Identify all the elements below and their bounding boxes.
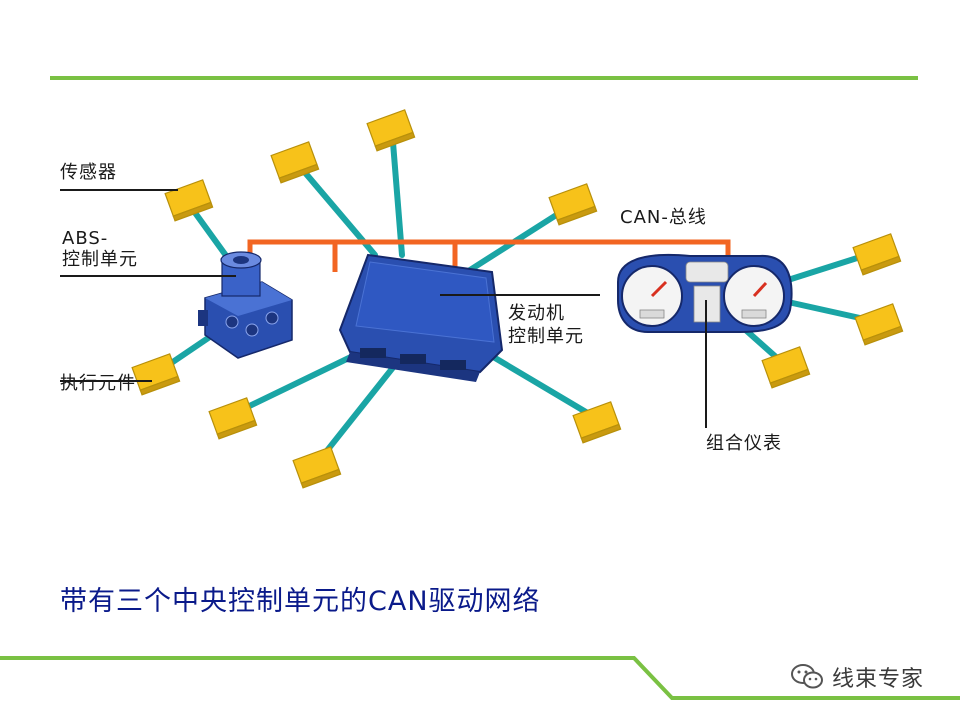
label-actuator: 执行元件 bbox=[60, 373, 136, 394]
wire-ecu-node-6 bbox=[487, 352, 599, 421]
label-abs-line1: ABS- bbox=[62, 228, 109, 249]
node-top-left bbox=[270, 141, 320, 184]
sensor-nodes bbox=[131, 109, 904, 489]
label-abs-line2: 控制单元 bbox=[62, 249, 138, 270]
node-bottom-left bbox=[208, 397, 258, 440]
label-sensor: 传感器 bbox=[60, 162, 117, 183]
node-abs-actuator bbox=[131, 353, 181, 396]
top-divider bbox=[50, 76, 918, 80]
label-can-bus: CAN-总线 bbox=[620, 207, 707, 228]
can-bus-line bbox=[247, 239, 731, 272]
leader-lines bbox=[60, 189, 707, 428]
node-bottom bbox=[292, 446, 342, 489]
abs-control-unit bbox=[198, 251, 293, 359]
wechat-icon bbox=[791, 664, 823, 689]
watermark: 线束专家 bbox=[790, 660, 924, 694]
node-top-right bbox=[548, 183, 598, 226]
node-cluster-1 bbox=[852, 233, 902, 276]
node-cluster-3 bbox=[761, 346, 811, 389]
node-bottom-right bbox=[572, 401, 622, 444]
label-instrument-cluster: 组合仪表 bbox=[706, 433, 782, 454]
label-ecu-line1: 发动机 bbox=[508, 303, 565, 324]
engine-control-unit bbox=[338, 253, 504, 382]
label-ecu-line2: 控制单元 bbox=[508, 326, 584, 347]
wire-ecu-node-4 bbox=[232, 352, 358, 416]
node-abs-sensor bbox=[164, 179, 214, 222]
node-cluster-2 bbox=[854, 303, 904, 346]
watermark-text: 线束专家 bbox=[832, 667, 925, 692]
instrument-cluster bbox=[617, 253, 793, 333]
node-top bbox=[366, 109, 416, 152]
slide-caption: 带有三个中央控制单元的CAN驱动网络 bbox=[60, 586, 541, 617]
wire-ecu-node-2 bbox=[389, 127, 405, 258]
bottom-divider bbox=[0, 656, 960, 700]
wire-ecu-node-5 bbox=[315, 362, 398, 465]
wire-ecu-node-3 bbox=[467, 202, 575, 273]
